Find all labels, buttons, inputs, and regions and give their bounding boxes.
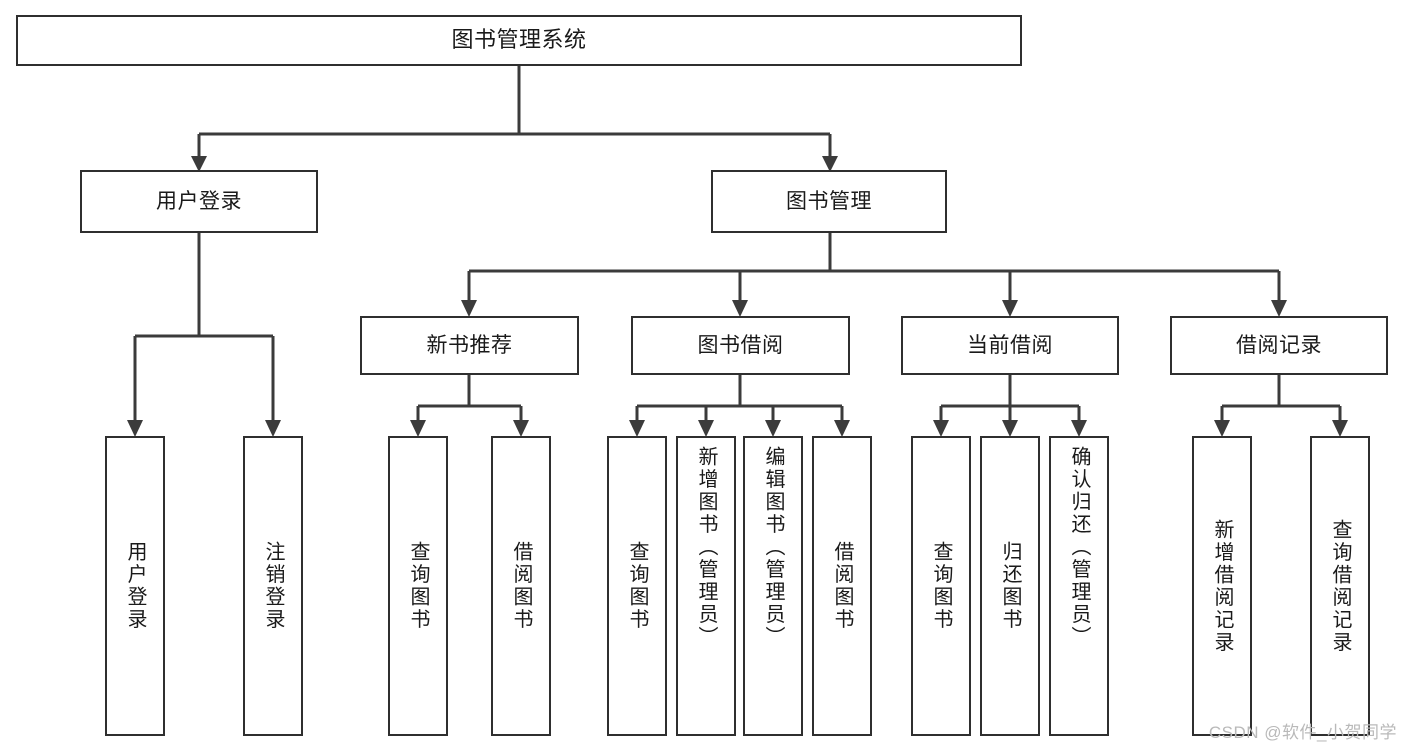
arrowhead-bb-leaf4 <box>834 420 850 437</box>
leaf-borrow-book-1-label: 借阅图书 <box>510 541 532 631</box>
node-current-borrow[interactable]: 当前借阅 <box>901 316 1119 375</box>
arrowhead-br-leaf1 <box>1214 420 1230 437</box>
leaf-return-book-label: 归还图书 <box>999 541 1021 631</box>
leaf-query-book-2-label: 查询图书 <box>626 541 648 631</box>
node-root-label: 图书管理系统 <box>451 27 587 53</box>
leaf-query-book-3-label: 查询图书 <box>930 541 952 631</box>
arrowhead-br-leaf2 <box>1332 420 1348 437</box>
leaf-query-book-1-label: 查询图书 <box>407 541 429 631</box>
arrowhead-ul-leaf1 <box>127 420 143 437</box>
arrowhead-bb-leaf1 <box>629 420 645 437</box>
node-book-manage-label: 图书管理 <box>786 189 872 213</box>
leaf-query-book-1[interactable]: 查询图书 <box>388 436 448 736</box>
arrowhead-bm-g1 <box>461 300 477 317</box>
leaf-borrow-book-2[interactable]: 借阅图书 <box>812 436 872 736</box>
arrowhead-cb-leaf2 <box>1002 420 1018 437</box>
node-root[interactable]: 图书管理系统 <box>16 15 1022 66</box>
node-user-login-label: 用户登录 <box>156 189 242 213</box>
csdn-watermark: CSDN @软件_小贺同学 <box>1208 723 1397 742</box>
leaf-logout-label: 注销登录 <box>262 541 284 631</box>
leaf-query-record[interactable]: 查询借阅记录 <box>1310 436 1370 736</box>
leaf-add-record[interactable]: 新增借阅记录 <box>1192 436 1252 736</box>
leaf-user-login-label: 用户登录 <box>124 541 146 631</box>
leaf-user-login[interactable]: 用户登录 <box>105 436 165 736</box>
arrowhead-bm-g3 <box>1002 300 1018 317</box>
node-book-borrow-label: 图书借阅 <box>697 333 784 357</box>
leaf-add-record-label: 新增借阅记录 <box>1211 518 1233 654</box>
node-user-login[interactable]: 用户登录 <box>80 170 318 233</box>
node-current-borrow-label: 当前借阅 <box>967 333 1053 357</box>
node-borrow-record-label: 借阅记录 <box>1236 333 1322 357</box>
leaf-confirm-return-label: 确认归还（管理员） <box>1068 446 1090 649</box>
arrowhead-nbr-leaf1 <box>410 420 426 437</box>
node-new-book-rec[interactable]: 新书推荐 <box>360 316 579 375</box>
arrowhead-bb-leaf2 <box>698 420 714 437</box>
node-book-borrow[interactable]: 图书借阅 <box>631 316 850 375</box>
leaf-query-book-2[interactable]: 查询图书 <box>607 436 667 736</box>
leaf-borrow-book-2-label: 借阅图书 <box>831 541 853 631</box>
arrowhead-cb-leaf1 <box>933 420 949 437</box>
arrowhead-bb-leaf3 <box>765 420 781 437</box>
leaf-borrow-book-1[interactable]: 借阅图书 <box>491 436 551 736</box>
node-new-book-rec-label: 新书推荐 <box>426 333 513 357</box>
leaf-query-book-3[interactable]: 查询图书 <box>911 436 971 736</box>
leaf-query-record-label: 查询借阅记录 <box>1329 518 1351 654</box>
arrowhead-nbr-leaf2 <box>513 420 529 437</box>
leaf-confirm-return[interactable]: 确认归还（管理员） <box>1049 436 1109 736</box>
leaf-edit-book[interactable]: 编辑图书（管理员） <box>743 436 803 736</box>
arrowhead-ul-leaf2 <box>265 420 281 437</box>
leaf-edit-book-label: 编辑图书（管理员） <box>762 446 784 649</box>
leaf-add-book-label: 新增图书（管理员） <box>695 446 717 649</box>
node-book-manage[interactable]: 图书管理 <box>711 170 947 233</box>
leaf-add-book[interactable]: 新增图书（管理员） <box>676 436 736 736</box>
arrowhead-bm-g2 <box>732 300 748 317</box>
arrowhead-cb-leaf3 <box>1071 420 1087 437</box>
leaf-logout[interactable]: 注销登录 <box>243 436 303 736</box>
node-borrow-record[interactable]: 借阅记录 <box>1170 316 1388 375</box>
leaf-return-book[interactable]: 归还图书 <box>980 436 1040 736</box>
arrowhead-bm-g4 <box>1271 300 1287 317</box>
